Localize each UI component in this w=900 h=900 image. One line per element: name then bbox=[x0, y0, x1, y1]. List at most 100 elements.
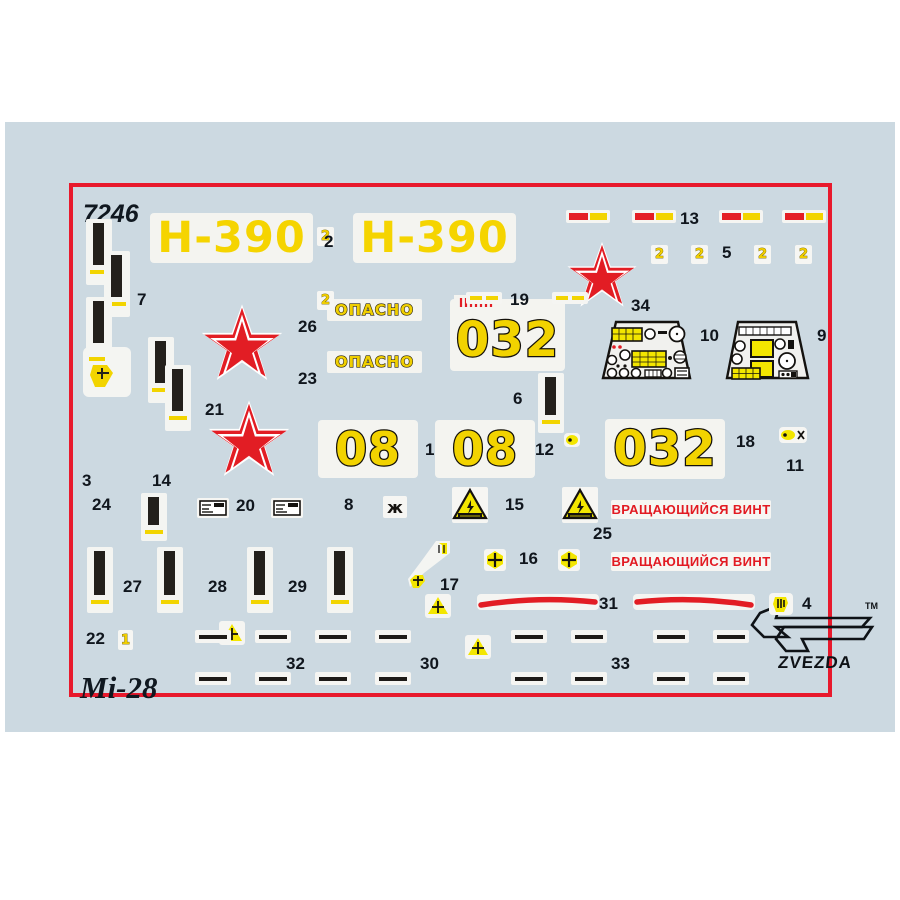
black-dash-decal bbox=[511, 672, 547, 685]
index-label-30: 30 bbox=[420, 654, 439, 673]
zvezda-wordmark: ZVEZDA bbox=[777, 653, 854, 672]
index-label-28: 28 bbox=[208, 577, 227, 596]
warning-triangle-decal bbox=[562, 487, 598, 523]
index-label-3: 3 bbox=[82, 471, 92, 490]
serial-decal-032-right: 032 bbox=[605, 419, 725, 479]
black-dash-decal bbox=[571, 630, 607, 643]
index-label-20: 20 bbox=[236, 496, 255, 515]
opasno-decal-1: ОПАСНО bbox=[327, 299, 422, 321]
dot-x-marker-icon bbox=[781, 430, 805, 440]
index-label-5: 5 bbox=[722, 243, 732, 262]
index-label-27: 27 bbox=[123, 577, 142, 596]
instrument-panel-decal-9 bbox=[724, 320, 810, 387]
zhe-letter-decal: ж bbox=[383, 496, 407, 518]
yellow-numeral-chip-decal: 2 bbox=[651, 245, 668, 264]
index-label-29: 29 bbox=[288, 577, 307, 596]
walkway-strip-decal bbox=[247, 547, 273, 613]
index-label-8: 8 bbox=[344, 495, 354, 514]
yellow-marker-icon bbox=[90, 365, 113, 387]
rotor-warning-decal-1: ВРАЩАЮЩИЙСЯ ВИНТ bbox=[611, 500, 771, 519]
antenna-base-decal bbox=[83, 347, 131, 397]
triangle-marker-icon bbox=[428, 597, 448, 614]
placard-decal bbox=[271, 498, 303, 518]
index-label-21: 21 bbox=[205, 400, 224, 419]
red-yellow-bar-decal bbox=[632, 210, 676, 223]
red-star-decal-2 bbox=[207, 398, 291, 485]
index-label-22: 22 bbox=[86, 629, 105, 648]
yellow-dash-decal bbox=[466, 292, 502, 304]
grip-marker-icon bbox=[773, 597, 788, 612]
index-label-7: 7 bbox=[137, 290, 147, 309]
index-label-15: 15 bbox=[505, 495, 524, 514]
black-dash-decal bbox=[511, 630, 547, 643]
trademark-symbol: TM bbox=[865, 601, 878, 611]
index-label-33: 33 bbox=[611, 654, 630, 673]
index-label-25: 25 bbox=[593, 524, 612, 543]
yellow-numeral-chip-decal: 2 bbox=[317, 227, 334, 246]
placard-decal bbox=[197, 498, 229, 518]
black-dash-decal bbox=[195, 672, 231, 685]
serial-decal-08-right: 08 bbox=[435, 420, 535, 478]
high-voltage-warning-icon bbox=[562, 487, 598, 520]
serial-decal-h390-large-2: H-390 bbox=[353, 213, 516, 263]
red-star-decal-3 bbox=[566, 240, 638, 315]
red-curve-icon bbox=[478, 596, 598, 608]
yellow-cross-marker-decal bbox=[484, 549, 506, 571]
index-label-17: 17 bbox=[440, 575, 459, 594]
index-label-1: 1 bbox=[425, 440, 435, 459]
triangle-marker-decal bbox=[465, 635, 491, 659]
warning-triangle-decal bbox=[452, 487, 488, 523]
index-label-6: 6 bbox=[513, 389, 523, 408]
black-dash-decal bbox=[653, 630, 689, 643]
cross-marker-icon bbox=[487, 551, 503, 569]
black-dash-decal bbox=[315, 630, 351, 643]
red-yellow-bar-decal bbox=[566, 210, 610, 223]
black-dash-decal bbox=[571, 672, 607, 685]
walkway-strip-decal bbox=[157, 547, 183, 613]
yellow-numeral-chip-decal: 1 bbox=[118, 630, 133, 650]
black-dash-decal bbox=[375, 672, 411, 685]
red-curve-stripe-decal bbox=[477, 594, 599, 610]
index-label-34: 34 bbox=[631, 296, 650, 315]
index-label-10: 10 bbox=[700, 326, 719, 345]
instrument-panel-decal-10 bbox=[600, 320, 692, 387]
printed-red-frame: 7246 Mi-28 ZVEZDA TM H-390 H-390 032 bbox=[69, 183, 878, 705]
yellow-dot-marker-decal bbox=[564, 433, 580, 447]
boom-piece-decal bbox=[406, 539, 474, 593]
boom-shape-icon bbox=[408, 541, 450, 588]
index-label-16: 16 bbox=[519, 549, 538, 568]
walkway-strip-decal bbox=[141, 493, 167, 541]
index-label-19: 19 bbox=[510, 290, 529, 309]
red-yellow-bar-decal bbox=[719, 210, 763, 223]
opasno-decal-2: ОПАСНО bbox=[327, 351, 422, 373]
walkway-strip-decal bbox=[165, 365, 191, 431]
yellow-numeral-chip-decal: 2 bbox=[795, 245, 812, 264]
index-label-12: 12 bbox=[535, 440, 554, 459]
placard-icon bbox=[199, 500, 227, 516]
serial-decal-032-top: 032 bbox=[450, 299, 565, 371]
red-curve-icon bbox=[634, 596, 754, 608]
index-label-26: 26 bbox=[298, 317, 317, 336]
black-dash-decal bbox=[315, 672, 351, 685]
index-label-11: 11 bbox=[786, 456, 804, 475]
placard-icon bbox=[273, 500, 301, 516]
black-dash-decal bbox=[195, 630, 231, 643]
red-curve-stripe-decal bbox=[633, 594, 755, 610]
yellow-numeral-chip-decal: 2 bbox=[317, 291, 334, 310]
yellow-dot-x-marker-decal bbox=[779, 427, 807, 443]
rotor-warning-decal-2: ВРАЩАЮЩИЙСЯ ВИНТ bbox=[611, 552, 771, 571]
triangle-marker-icon bbox=[468, 638, 488, 655]
yellow-numeral-chip-decal: 2 bbox=[754, 245, 771, 264]
black-dash-decal bbox=[255, 672, 291, 685]
black-dash-decal bbox=[713, 630, 749, 643]
black-dash-decal bbox=[653, 672, 689, 685]
index-label-23: 23 bbox=[298, 369, 317, 388]
dot-marker-icon bbox=[566, 435, 578, 445]
red-star-decal-1 bbox=[200, 302, 284, 389]
index-label-24: 24 bbox=[92, 495, 111, 514]
index-label-2: 2 bbox=[324, 232, 334, 251]
walkway-strip-decal bbox=[538, 373, 564, 433]
walkway-strip-decal bbox=[87, 547, 113, 613]
black-dash-decal bbox=[713, 672, 749, 685]
